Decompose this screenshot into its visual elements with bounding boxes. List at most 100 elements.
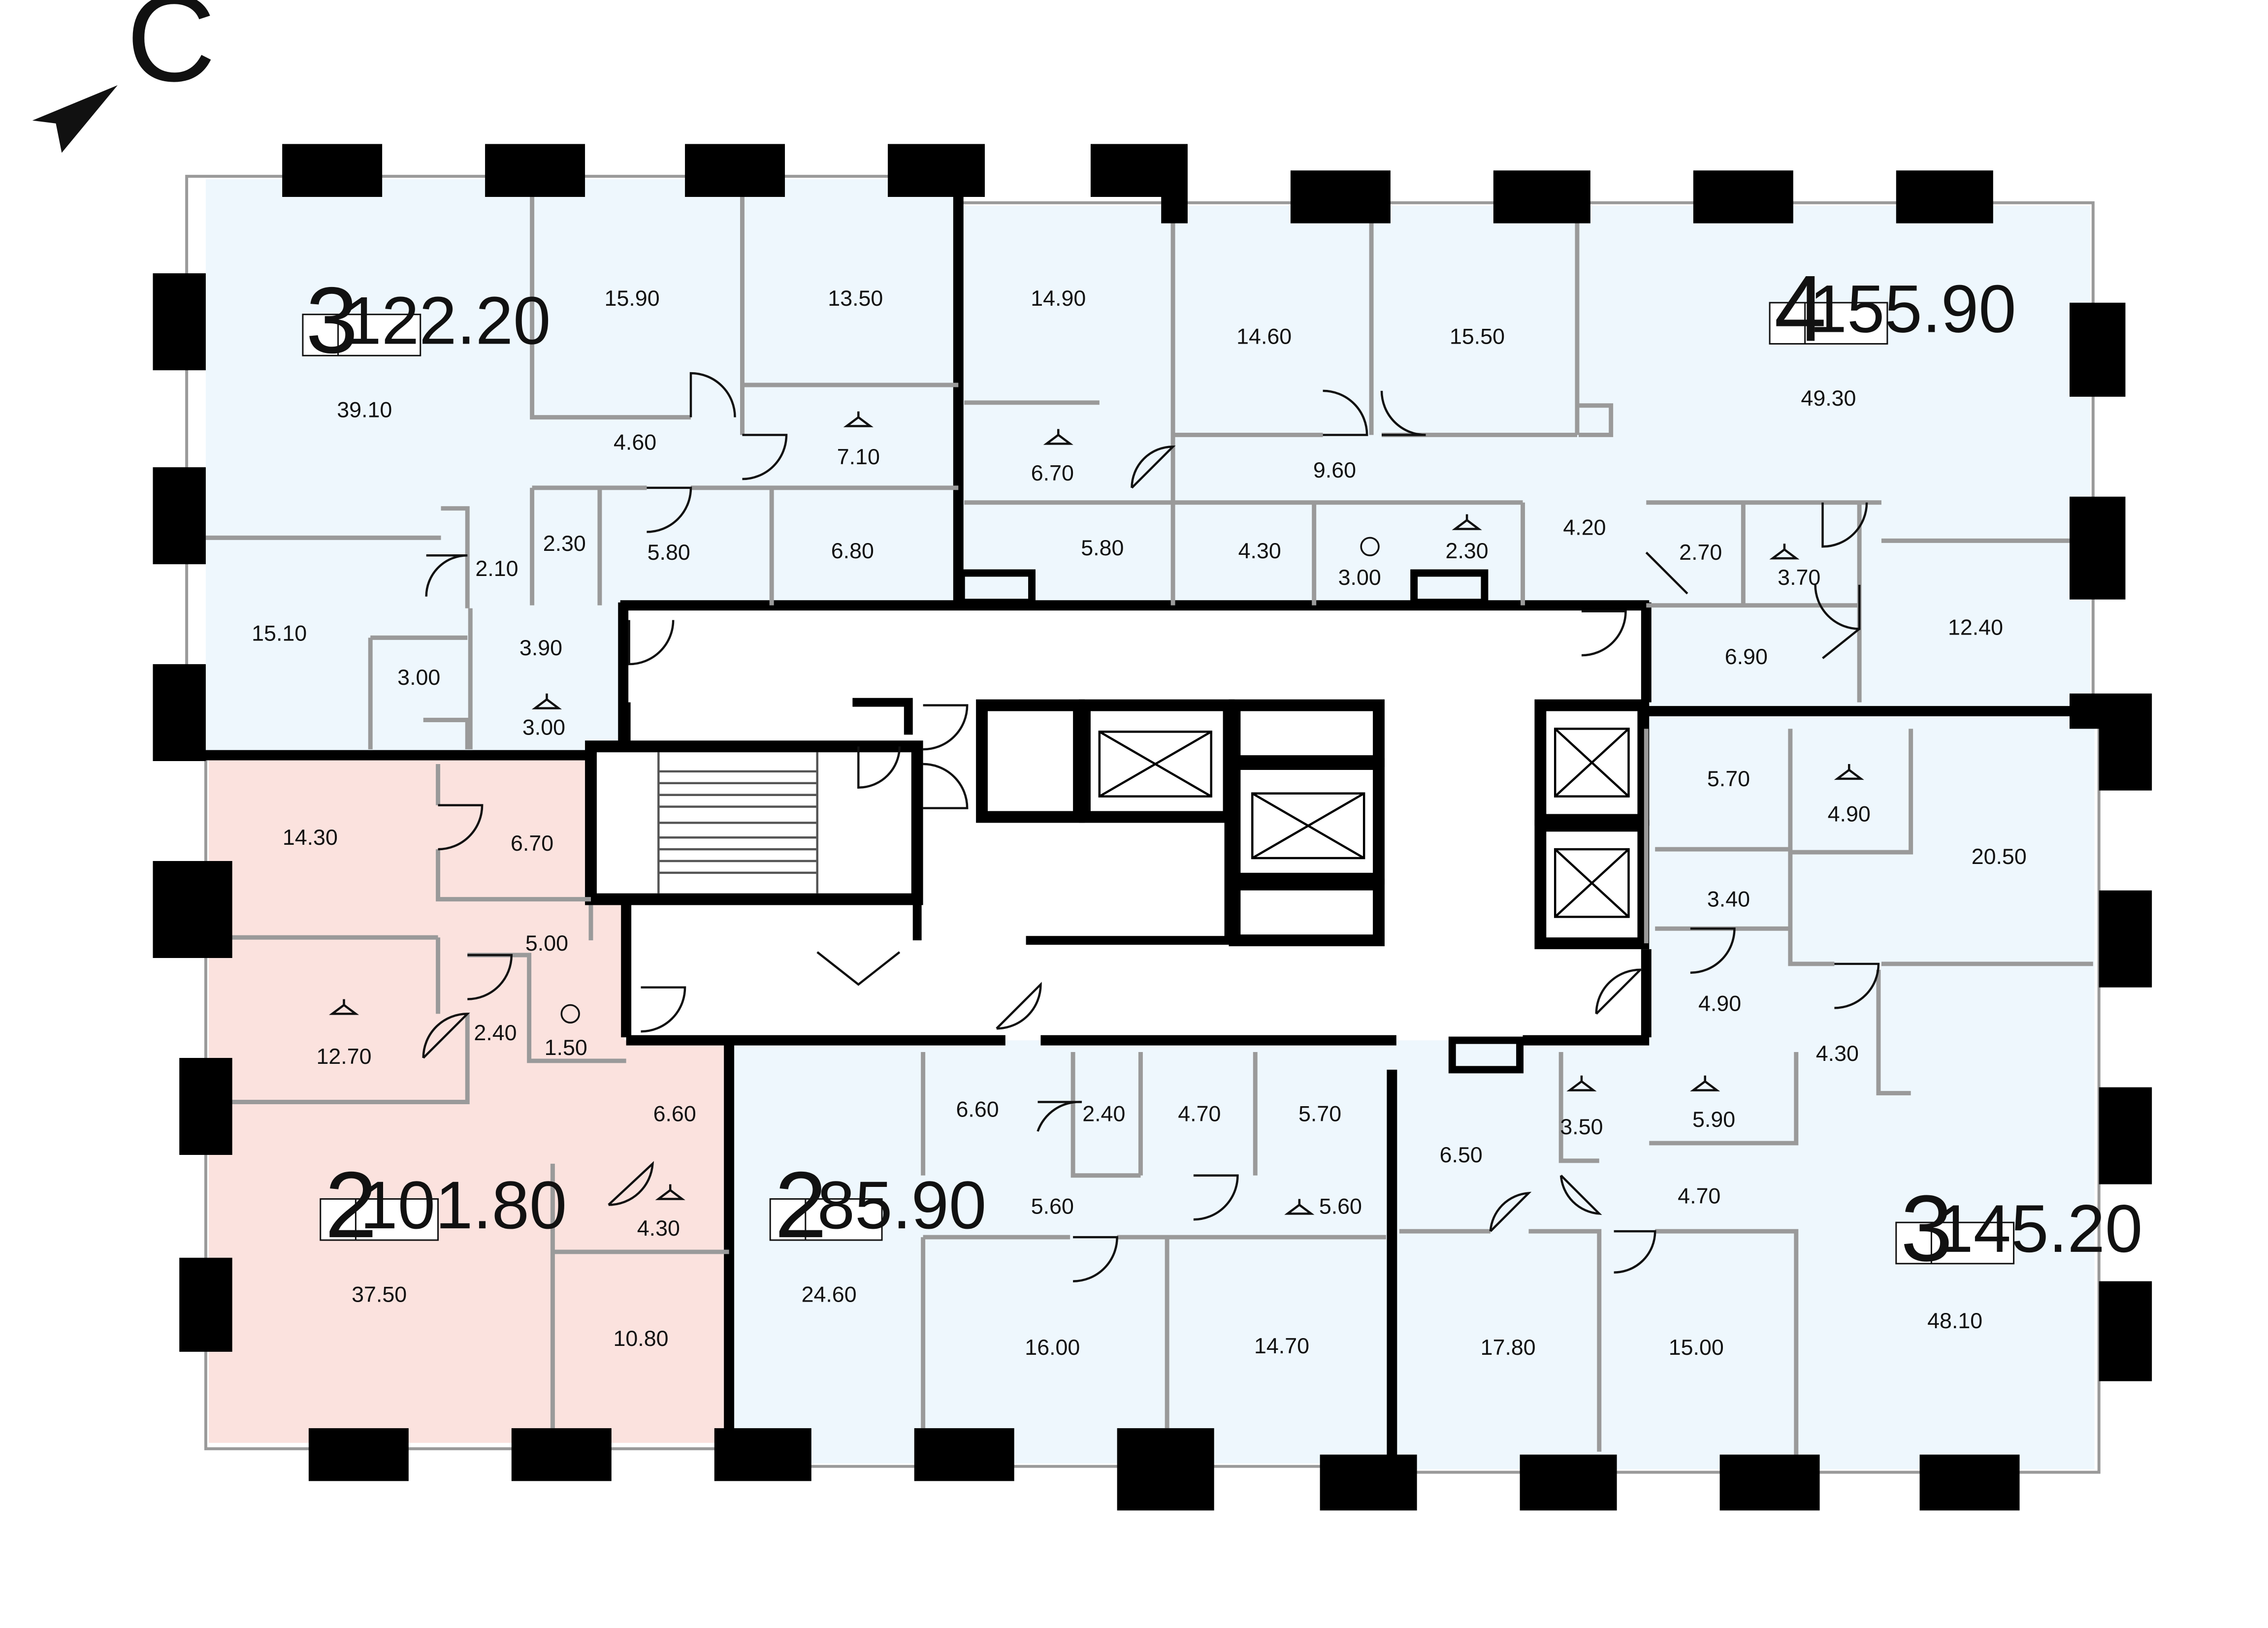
apartment-label-w: 2 101.80 (320, 1152, 567, 1257)
room-area-label: 15.00 (1669, 1335, 1724, 1360)
room-area-label: 3.50 (1560, 1115, 1603, 1139)
room-area-label: 2.10 (475, 556, 518, 581)
room-area-label: 5.90 (1692, 1107, 1735, 1132)
apartment-area: 155.90 (1810, 272, 2016, 347)
room-area-labels: 15.90 13.50 39.10 7.10 4.60 2.30 5.80 6.80 2.10 1… (252, 286, 2027, 1360)
room-area-label: 4.30 (1816, 1041, 1859, 1066)
room-area-label: 10.80 (613, 1326, 668, 1351)
room-area-label: 7.10 (837, 445, 880, 469)
room-area-label: 3.00 (1338, 565, 1381, 590)
room-area-label: 6.70 (1031, 461, 1074, 485)
room-area-label: 20.50 (1972, 844, 2027, 869)
room-area-label: 16.00 (1025, 1335, 1080, 1360)
room-area-label: 15.10 (252, 621, 307, 645)
room-area-label: 3.00 (522, 715, 565, 739)
apartment-area: 122.20 (344, 283, 551, 358)
room-area-label: 4.90 (1828, 801, 1871, 826)
room-area-label: 14.70 (1254, 1334, 1309, 1358)
apartment-se-fill (1389, 711, 2095, 1469)
apartment-labels: 3 122.20 4 155.90 2 101.80 2 85.90 3 145… (302, 256, 2142, 1281)
room-area-label: 5.80 (648, 540, 690, 565)
wardrobe-icons (328, 411, 1864, 1215)
room-area-label: 2.40 (474, 1021, 517, 1045)
meter-icon (1360, 537, 1380, 556)
room-area-label: 6.50 (1440, 1143, 1483, 1167)
rooms-count: 3 (1901, 1176, 1953, 1281)
hanger-icon (1690, 1075, 1720, 1091)
apartment-label-s: 2 85.90 (769, 1152, 987, 1257)
room-area-label: 5.80 (1081, 536, 1124, 560)
interior-partitions (205, 193, 2093, 1455)
room-area-label: 4.30 (1238, 539, 1281, 563)
hanger-icon (328, 999, 359, 1015)
room-area-label: 1.50 (545, 1035, 587, 1060)
room-area-label: 39.10 (337, 398, 392, 422)
apartment-s-fill (727, 1040, 1389, 1464)
room-area-label: 5.70 (1707, 766, 1750, 791)
apartment-area: 145.20 (1936, 1191, 2142, 1267)
room-area-label: 5.00 (525, 931, 568, 956)
room-area-label: 6.60 (956, 1097, 999, 1121)
rooms-count: 3 (306, 268, 358, 373)
room-area-label: 6.60 (653, 1101, 696, 1126)
room-area-label: 14.30 (283, 825, 338, 850)
apartment-area: 85.90 (817, 1168, 987, 1243)
room-area-label: 3.00 (397, 665, 440, 690)
room-area-label: 2.30 (543, 531, 586, 556)
room-area-label: 2.70 (1679, 540, 1722, 565)
room-area-label: 4.90 (1698, 991, 1741, 1016)
meter-icon (560, 1004, 580, 1024)
room-area-label: 9.60 (1313, 458, 1356, 482)
apartment-label-ne: 4 155.90 (1769, 256, 2016, 361)
room-area-label: 24.60 (802, 1282, 857, 1307)
hanger-icon (1284, 1199, 1315, 1215)
room-area-label: 13.50 (828, 286, 883, 311)
rooms-count: 2 (775, 1152, 827, 1257)
hanger-icon (1452, 514, 1482, 530)
room-area-label: 4.70 (1678, 1183, 1720, 1208)
building-core (585, 605, 1650, 1041)
north-arrow-icon (32, 85, 118, 153)
room-area-label: 14.60 (1236, 324, 1292, 349)
room-area-label: 3.90 (519, 636, 562, 660)
room-area-label: 4.70 (1178, 1101, 1221, 1126)
room-area-label: 6.90 (1725, 644, 1768, 669)
hanger-icon (1566, 1075, 1597, 1091)
elevator-cabins (1098, 728, 1630, 918)
apartment-label-nw: 3 122.20 (302, 268, 551, 373)
staircase (657, 752, 818, 894)
room-area-label: 6.70 (511, 831, 553, 856)
apartment-label-se: 3 145.20 (1895, 1176, 2142, 1281)
structural-walls (191, 179, 2117, 1464)
room-area-label: 49.30 (1801, 386, 1856, 411)
room-area-label: 14.90 (1031, 286, 1086, 311)
room-area-label: 48.10 (1927, 1309, 1982, 1333)
room-area-label: 4.20 (1563, 515, 1606, 540)
room-area-label: 12.40 (1948, 615, 2003, 639)
hanger-icon (655, 1184, 685, 1200)
compass: С (32, 0, 216, 153)
facade-columns (153, 144, 2152, 1511)
room-area-label: 15.90 (605, 286, 660, 311)
room-area-label: 3.40 (1707, 887, 1750, 912)
room-area-label: 5.60 (1031, 1194, 1074, 1218)
door-swings (422, 372, 1880, 1282)
room-area-label: 17.80 (1481, 1335, 1536, 1360)
hanger-icon (531, 693, 562, 709)
meter-icons (560, 537, 1380, 1024)
apartment-area: 101.80 (360, 1168, 567, 1243)
hanger-icon (1834, 764, 1864, 780)
room-area-label: 3.70 (1778, 565, 1820, 590)
room-area-label: 5.60 (1319, 1194, 1362, 1218)
hanger-icon (1043, 429, 1073, 445)
hanger-icon (843, 411, 874, 427)
room-area-label: 2.30 (1446, 539, 1489, 563)
room-area-label: 15.50 (1450, 324, 1505, 349)
rooms-count: 2 (325, 1152, 377, 1257)
room-area-label: 6.80 (831, 539, 874, 563)
room-area-label: 4.60 (614, 430, 656, 454)
room-area-label: 37.50 (352, 1282, 407, 1307)
room-area-label: 5.70 (1298, 1101, 1341, 1126)
room-area-label: 4.30 (637, 1216, 680, 1241)
